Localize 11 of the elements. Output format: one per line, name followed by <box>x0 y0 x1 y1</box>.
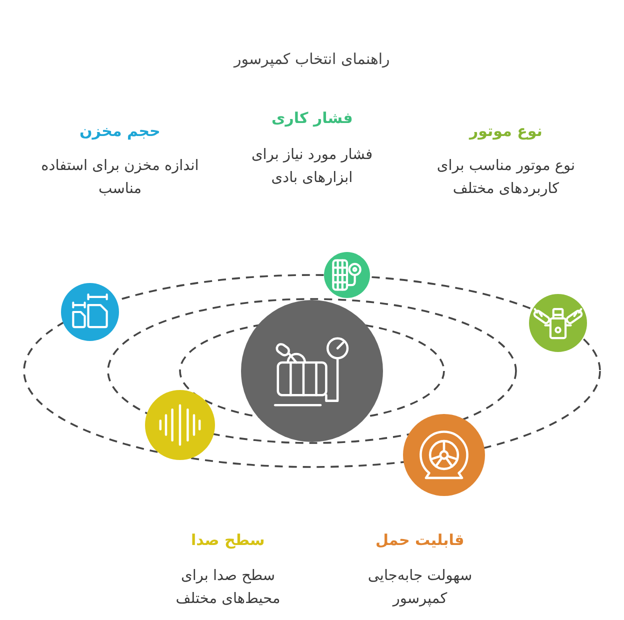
heading: نوع موتور <box>470 121 542 141</box>
title: راهنمای انتخاب کمپرسور <box>234 49 390 69</box>
description-text: فشار مورد نیاز برای ابزارهای بادی <box>250 146 374 188</box>
heading: قابلیت حمل <box>376 530 464 550</box>
heading: حجم مخزن <box>80 121 160 141</box>
description-text: نوع موتور مناسب برای کاربردهای مختلف <box>436 157 576 199</box>
description-text: سهولت جابه‌جایی کمپرسور <box>366 567 474 609</box>
heading: سطح صدا <box>191 530 265 550</box>
heading: فشار کاری <box>272 108 353 128</box>
description-text: اندازه مخزن برای استفاده مناسب <box>40 157 200 199</box>
description-text: سطح صدا برای محیط‌های مختلف <box>174 567 282 609</box>
